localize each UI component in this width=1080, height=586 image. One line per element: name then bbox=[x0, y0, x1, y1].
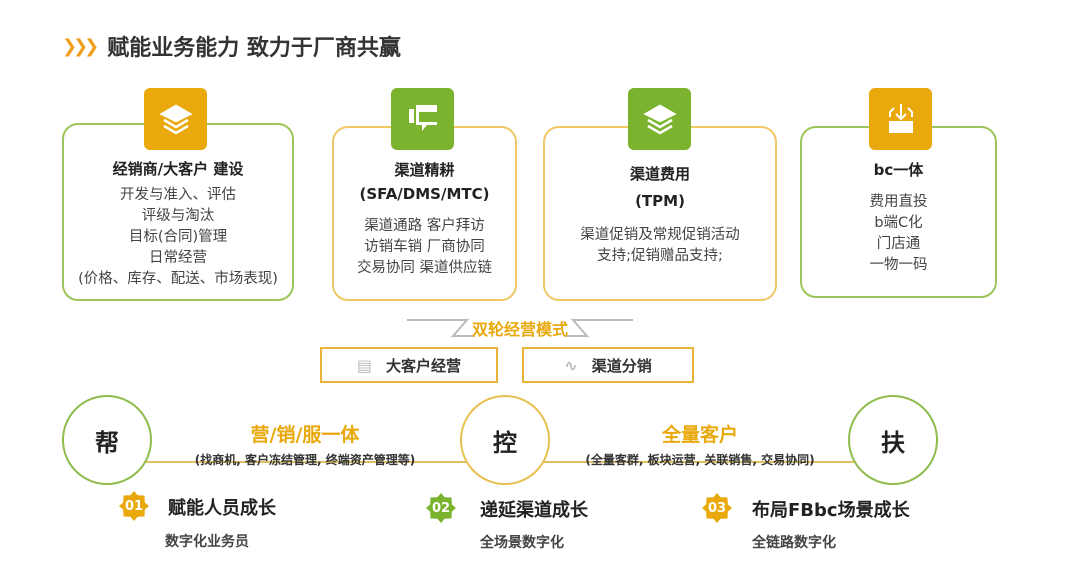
route-icon: ∿ bbox=[564, 355, 578, 375]
circle-support: 扶 bbox=[848, 395, 938, 485]
key-account-box: ▤大客户经营 bbox=[320, 347, 498, 383]
growth-title-2: 递延渠道成长 bbox=[480, 500, 588, 521]
link-label-1: 营/销/服一体(找商机, 客户冻结管理, 终端资产管理等) bbox=[194, 424, 416, 467]
wheel-title: 双轮经营模式 bbox=[471, 320, 568, 339]
card-channel: 渠道精耕 (SFA/DMS/MTC) 渠道通路 客户拜访访销车销 厂商协同交易协… bbox=[332, 126, 517, 301]
channel-distribution-box: ∿渠道分销 bbox=[522, 347, 694, 383]
card-distributor: 经销商/大客户 建设 开发与准入、评估评级与淘汰目标(合同)管理日常经营(价格、… bbox=[62, 123, 294, 301]
badge-02: 02 bbox=[426, 493, 456, 523]
growth-sub-1: 数字化业务员 bbox=[165, 534, 249, 550]
growth-title-1: 赋能人员成长 bbox=[168, 498, 276, 519]
link-label-2: 全量客户(全量客群, 板块运营, 关联销售, 交易协同) bbox=[585, 424, 815, 467]
layers-icon bbox=[628, 88, 691, 150]
page-title: ❯❯❯ 赋能业务能力 致力于厂商共赢 bbox=[62, 35, 401, 62]
circle-help: 帮 bbox=[62, 395, 152, 485]
growth-sub-3: 全链路数字化 bbox=[752, 535, 836, 551]
growth-title-3: 布局FBbc场景成长 bbox=[752, 500, 910, 521]
wheel-title-decoration bbox=[407, 319, 633, 337]
badge-03: 03 bbox=[702, 493, 732, 523]
layers-icon bbox=[144, 88, 207, 150]
document-icon: ▤ bbox=[356, 355, 373, 375]
badge-01: 01 bbox=[119, 491, 149, 521]
chat-icon bbox=[391, 88, 454, 150]
download-box-icon bbox=[869, 88, 932, 150]
chevrons-icon: ❯❯❯ bbox=[62, 35, 99, 57]
card-tpm: 渠道费用 (TPM) 渠道促销及常规促销活动支持;促销赠品支持; bbox=[543, 126, 777, 301]
growth-sub-2: 全场景数字化 bbox=[480, 535, 564, 551]
circle-control: 控 bbox=[460, 395, 550, 485]
